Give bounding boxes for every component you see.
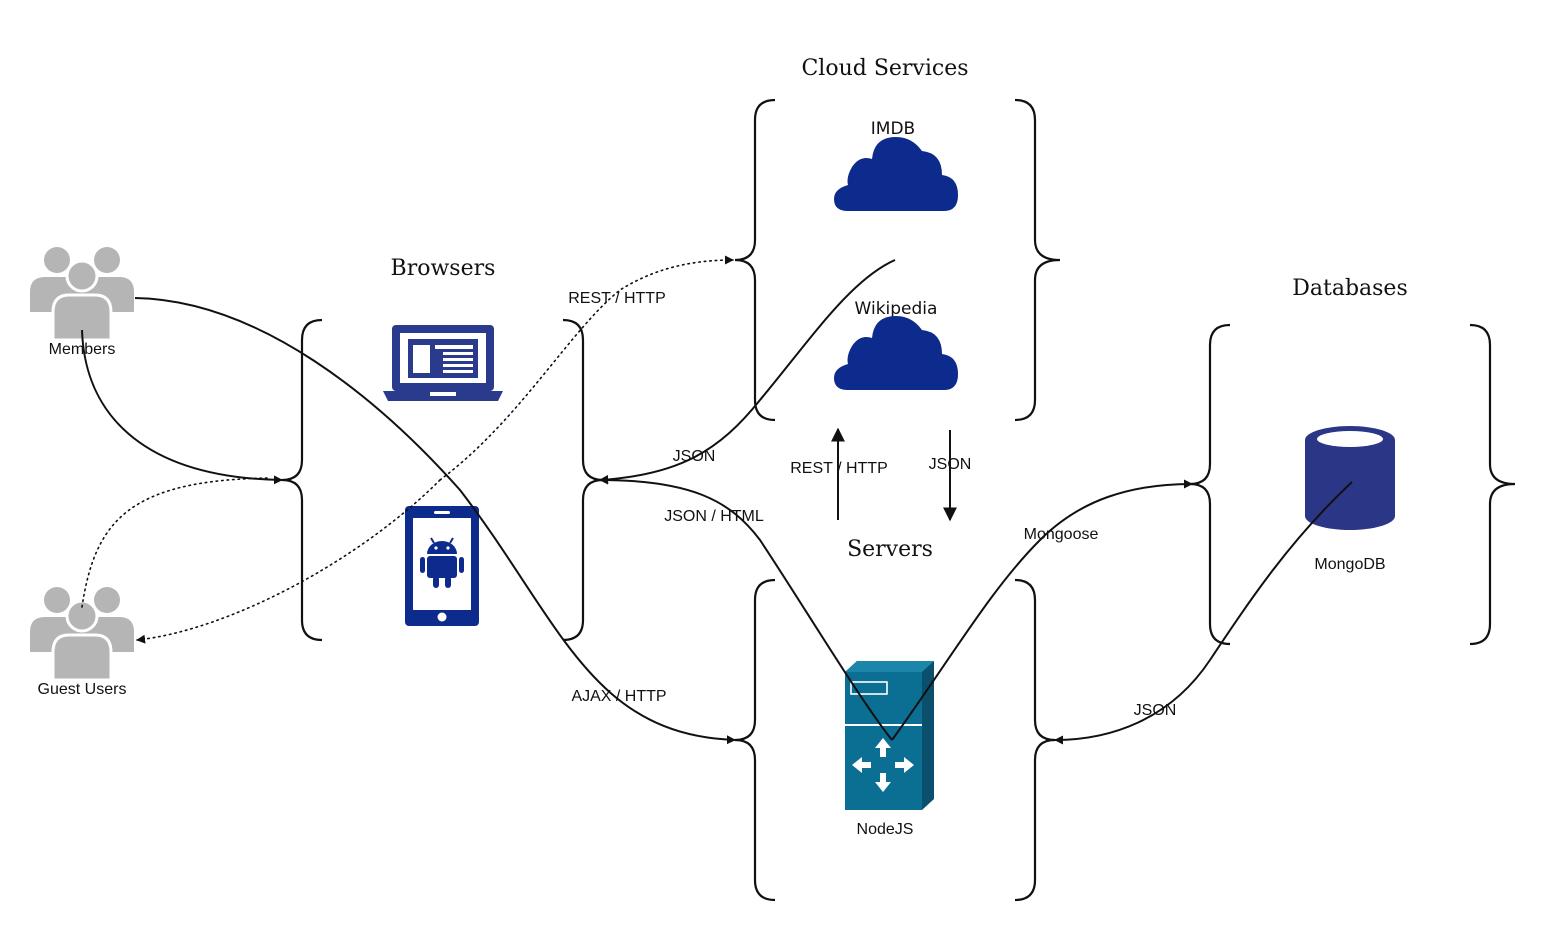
browsers-brace-right (562, 318, 604, 642)
edge-ajax-http-to-servers (134, 297, 736, 745)
laptop-icon (383, 325, 503, 401)
edge-label-rest-http-top: REST / HTTP (568, 290, 666, 307)
edge-label-json-left: JSON (673, 448, 716, 465)
databases-brace-left (1189, 323, 1231, 646)
edge-mongoose-to-databases (891, 479, 1193, 741)
group-title-databases: Databases (1292, 276, 1408, 301)
edge-label-rest-http-mid: REST / HTTP (790, 460, 888, 477)
cloud-services-brace-left (734, 98, 776, 422)
group-title-servers: Servers (847, 537, 933, 562)
android-phone-icon (405, 506, 479, 626)
edge-label-json-right: JSON (1134, 702, 1177, 719)
browsers-brace-left (281, 318, 323, 642)
edge-json-from-cloud (599, 259, 896, 484)
nodejs-label: NodeJS (857, 821, 914, 838)
imdb-cloud-icon (834, 137, 958, 211)
servers-brace-right (1014, 578, 1056, 902)
edge-label-ajax-http: AJAX / HTTP (571, 688, 666, 705)
edge-browsers-to-guests (136, 479, 441, 644)
edge-label-json-mid: JSON (929, 456, 972, 473)
mongodb-label: MongoDB (1314, 556, 1385, 573)
group-title-cloud-services: Cloud Services (801, 56, 968, 81)
edge-json-from-databases (1054, 481, 1353, 745)
group-title-browsers: Browsers (391, 256, 496, 281)
members-user-group-icon (30, 247, 134, 340)
edge-label-mongoose: Mongoose (1024, 526, 1099, 543)
edge-members-to-browsers (81, 329, 283, 485)
wikipedia-label: Wikipedia (855, 299, 938, 319)
wikipedia-cloud-icon (834, 316, 958, 390)
edge-guests-to-browsers (81, 477, 271, 608)
guest-users-user-group-icon (30, 587, 134, 680)
guest-users-label: Guest Users (38, 681, 127, 698)
edge-rest-http-to-cloud (439, 255, 734, 481)
cloud-services-brace-right (1014, 98, 1061, 422)
databases-brace-right (1469, 323, 1516, 646)
edge-json-html-from-servers (599, 475, 893, 741)
imdb-label: IMDB (871, 119, 915, 139)
servers-brace-left (734, 578, 776, 902)
members-label: Members (49, 341, 116, 358)
edge-label-json-html: JSON / HTML (664, 508, 764, 525)
